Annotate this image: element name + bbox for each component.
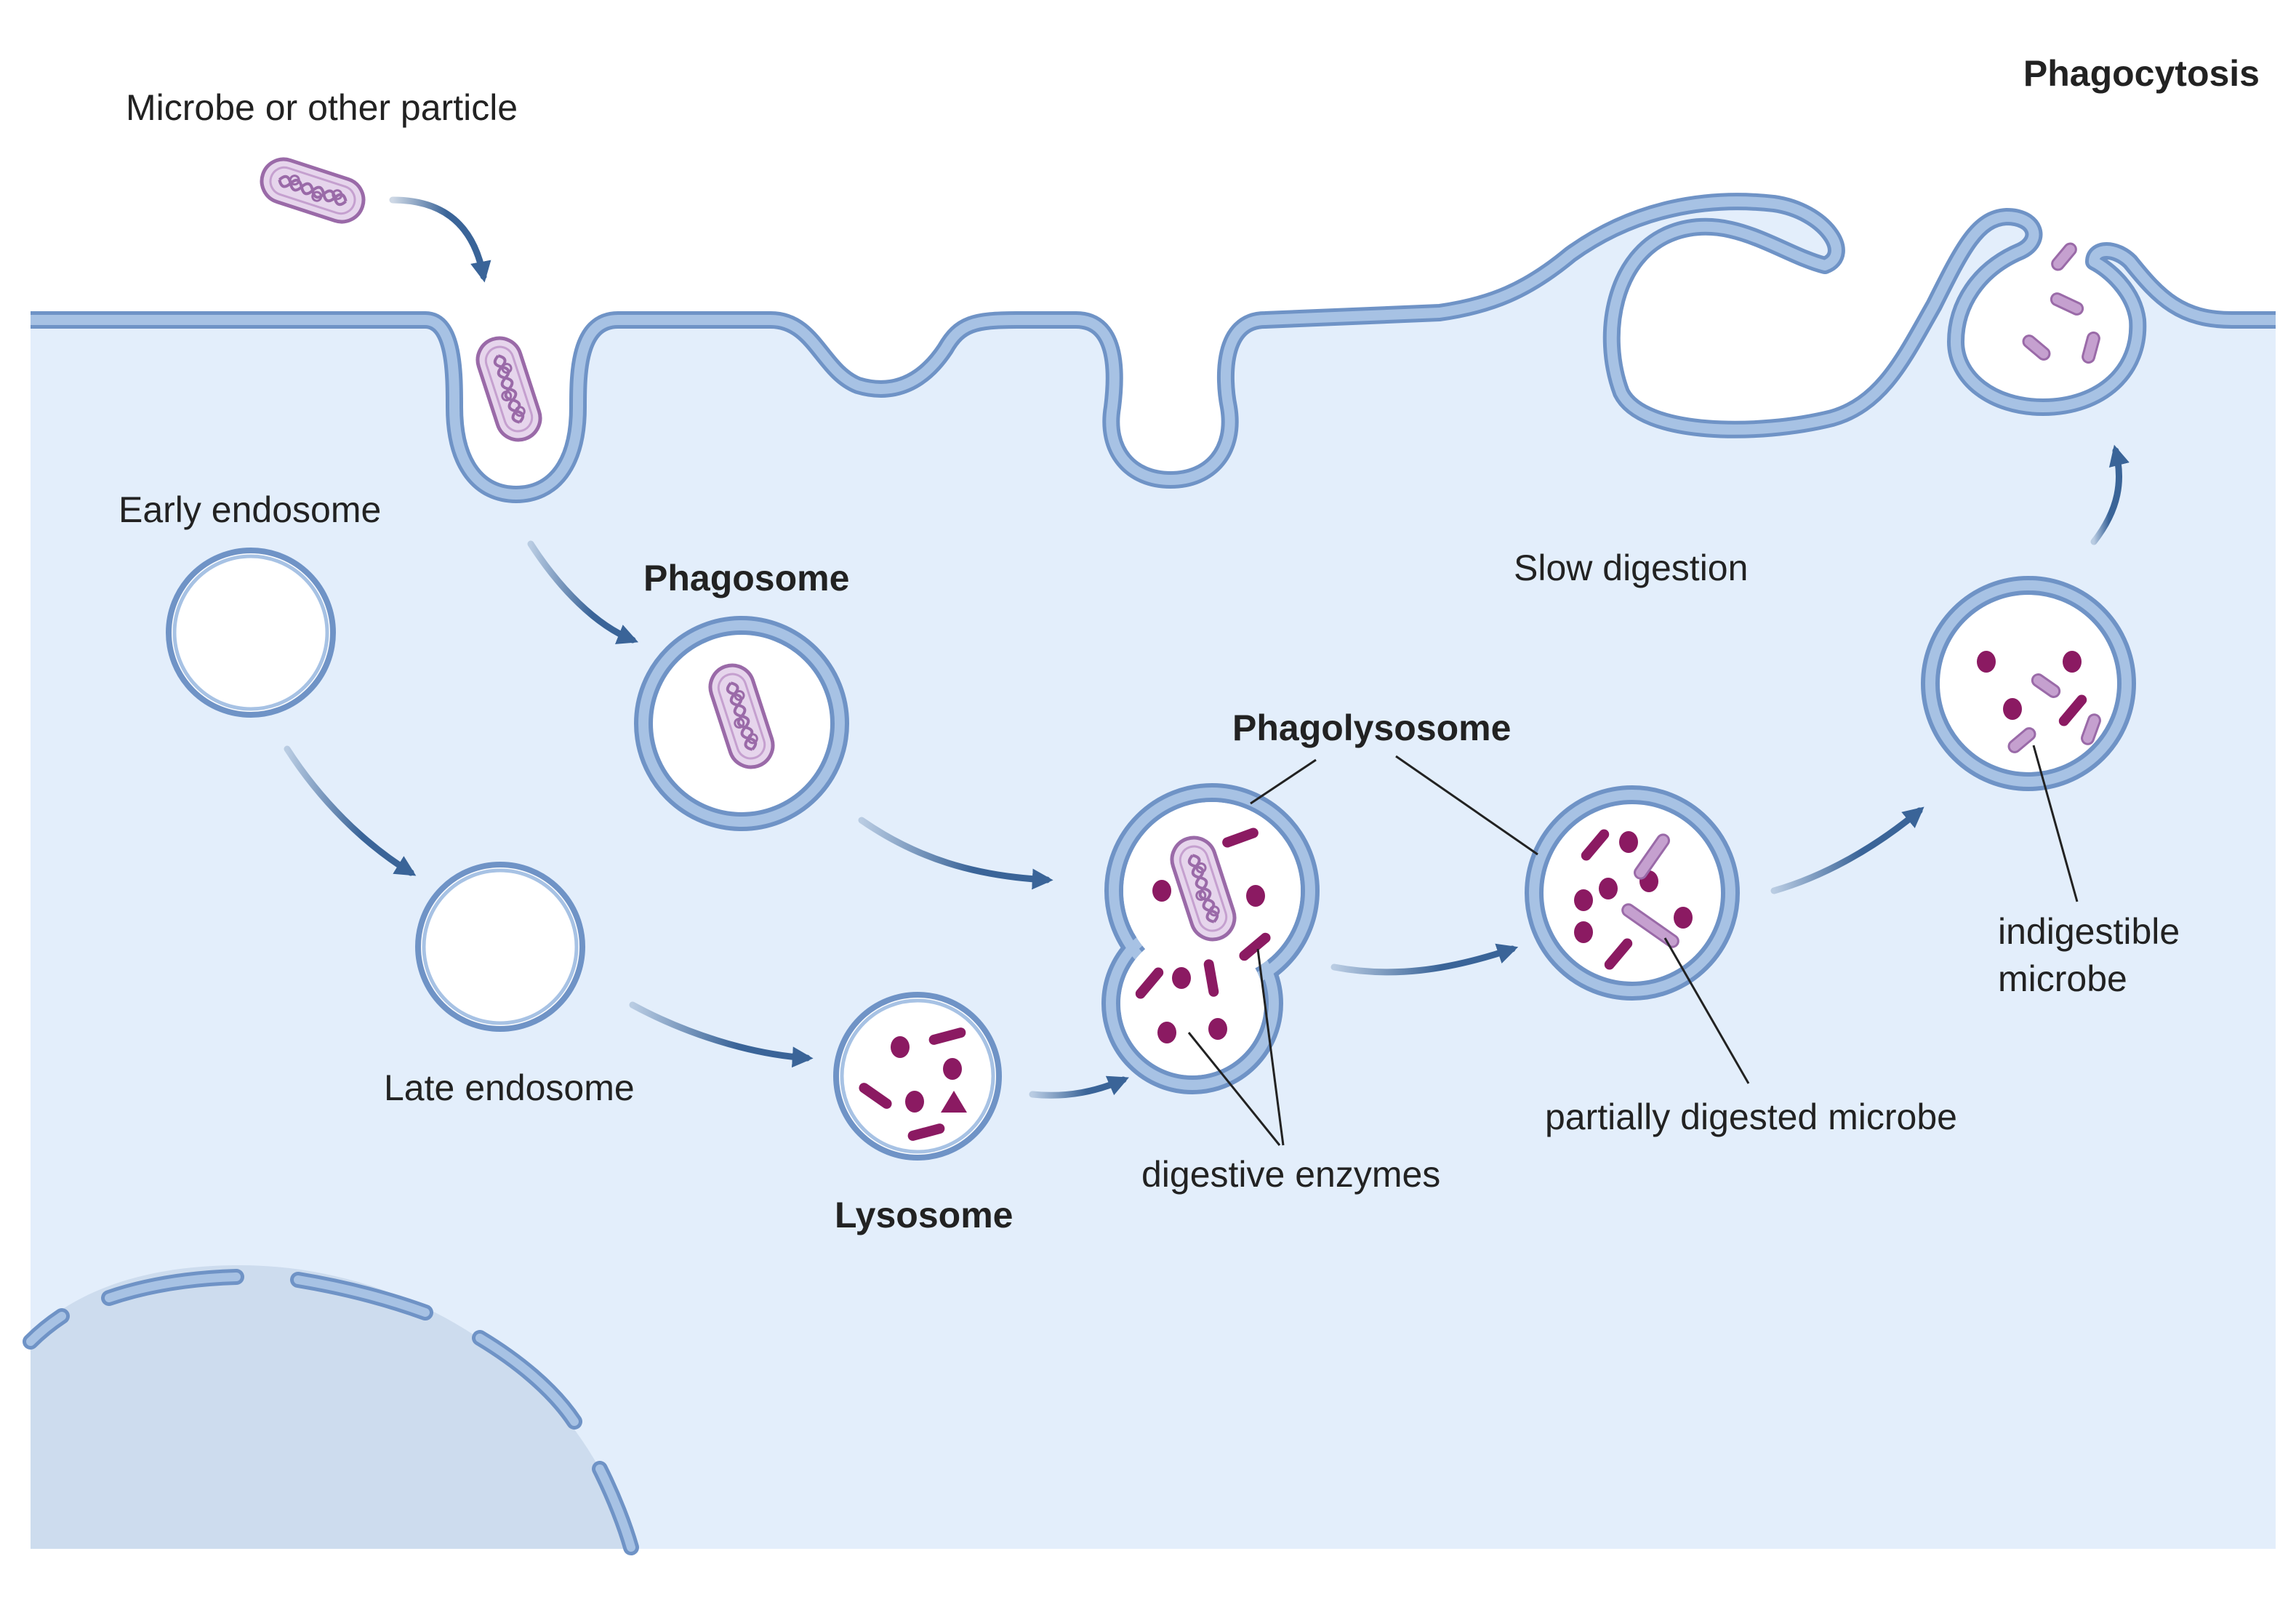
arrow-icon	[284, 745, 417, 876]
microbe-fragment-icon	[2007, 673, 2101, 753]
enzyme-icon	[1977, 651, 2087, 726]
leader-lines	[1187, 745, 2079, 1146]
arrow-icon	[1029, 1075, 1129, 1099]
microbe-icon	[472, 332, 546, 445]
arrow-icon	[1330, 943, 1519, 976]
pathway-arrows	[284, 196, 2130, 1099]
label-digestive-enzymes: digestive enzymes	[1141, 1154, 1440, 1195]
enzyme-icon	[1574, 829, 1693, 970]
microbe-fragment-icon	[1621, 833, 1679, 948]
enzyme-icon	[859, 1027, 967, 1141]
nucleus	[23, 1265, 639, 1555]
phagosome	[634, 616, 849, 831]
label-microbe: Microbe or other particle	[126, 87, 518, 128]
lysosome	[833, 992, 1002, 1161]
label-phagosome: Phagosome	[643, 558, 849, 598]
label-early-endosome: Early endosome	[119, 489, 381, 530]
arrow-icon	[629, 1001, 814, 1068]
diagram-title: Phagocytosis	[2023, 53, 2260, 94]
early-endosome	[166, 548, 336, 718]
label-late-endosome: Late endosome	[384, 1067, 635, 1108]
arrow-icon	[2090, 444, 2130, 545]
residual-body	[1921, 576, 2136, 791]
label-partially-digested: partially digested microbe	[1545, 1097, 1957, 1137]
arrow-icon	[1770, 806, 1924, 894]
expelled-microbe-fragments	[2022, 242, 2100, 364]
label-phagolysosome: Phagolysosome	[1232, 708, 1511, 748]
label-indigestible: indigestible	[1998, 911, 2180, 952]
label-slow-digestion: Slow digestion	[1514, 548, 1748, 588]
label-lysosome: Lysosome	[835, 1195, 1013, 1235]
label-indigestible-microbe: microbe	[1998, 958, 2127, 999]
phagolysosome-fusing	[1101, 783, 1320, 1094]
arrow-icon	[527, 540, 639, 644]
phagolysosome	[1525, 785, 1740, 1001]
enzyme-icon	[1135, 827, 1271, 1043]
microbe-icon	[256, 153, 369, 228]
late-endosome	[415, 862, 585, 1032]
arrow-icon	[858, 817, 1053, 890]
arrow-icon	[389, 196, 491, 283]
